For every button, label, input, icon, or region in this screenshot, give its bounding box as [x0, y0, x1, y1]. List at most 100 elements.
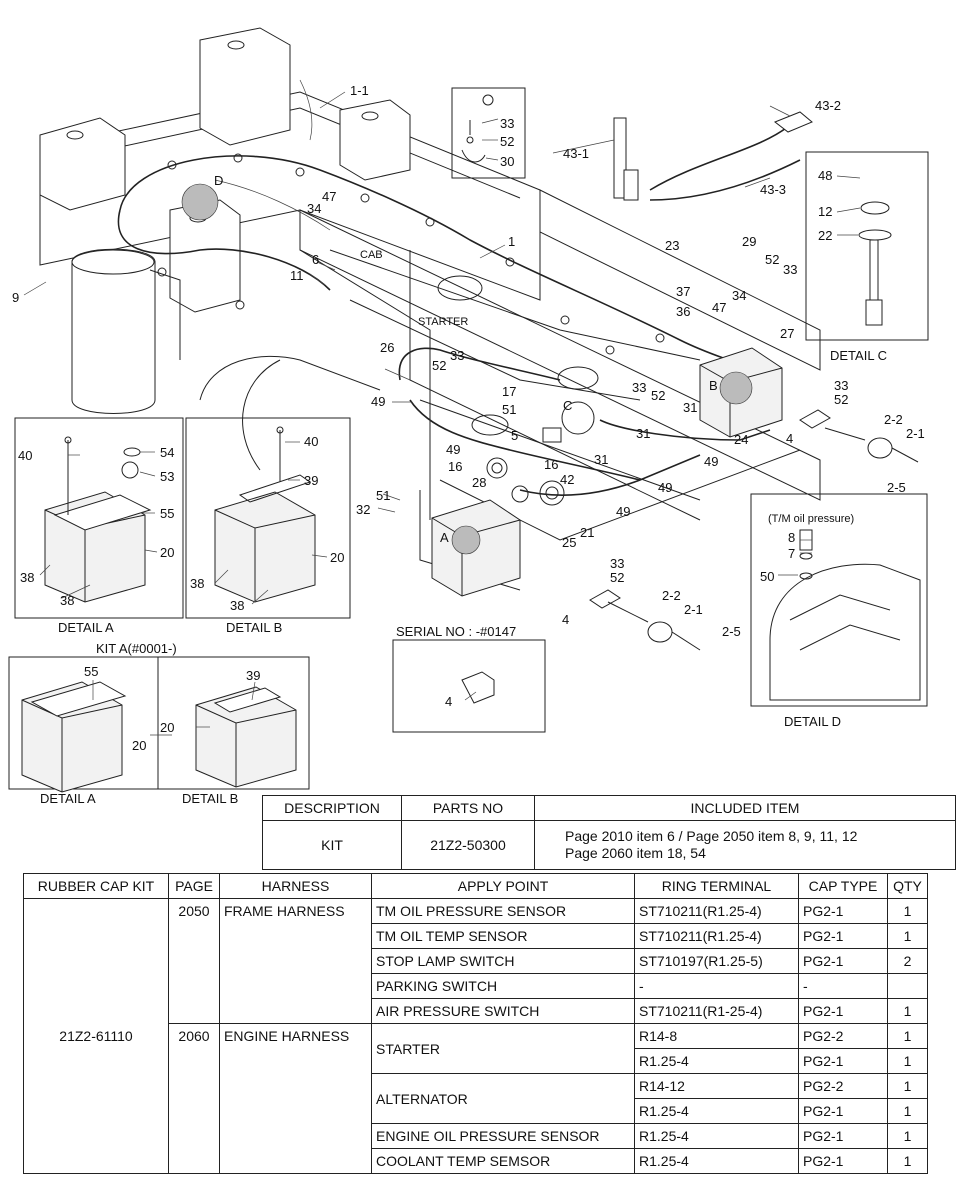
- header-rubber-cap-kit: RUBBER CAP KIT: [23, 873, 169, 899]
- page-cell: 2060: [168, 1023, 220, 1174]
- callout-25: 25: [562, 535, 576, 550]
- callout-52: 52: [834, 392, 848, 407]
- callout-cab: CAB: [360, 249, 383, 261]
- callout-40: 40: [18, 448, 32, 463]
- table-row: COOLANT TEMP SEMSOR R1.25-4 PG2-1 1: [24, 1148, 928, 1174]
- ring-terminal-cell: -: [634, 973, 799, 999]
- apply-point-cell: TM OIL PRESSURE SENSOR: [371, 898, 635, 924]
- callout-8: 8: [788, 530, 795, 545]
- ring-terminal-cell: ST710211(R1.25-4): [634, 898, 799, 924]
- callout-2-5: 2-5: [887, 480, 906, 495]
- callout-39: 39: [246, 668, 260, 683]
- apply-point-cell: COOLANT TEMP SEMSOR: [371, 1148, 635, 1174]
- callout-38: 38: [190, 576, 204, 591]
- rubber-cap-table: RUBBER CAP KIT PAGE HARNESS APPLY POINT …: [23, 873, 928, 1174]
- harness-cell: ENGINE HARNESS: [219, 1023, 372, 1174]
- ring-terminal-cell: R14-8: [634, 1023, 799, 1049]
- cap-type-cell: PG2-1: [798, 948, 888, 974]
- kit-a-label: KIT A(#0001-): [96, 641, 177, 656]
- qty-cell: 1: [887, 1023, 928, 1049]
- harness-cell: FRAME HARNESS: [219, 898, 372, 1024]
- qty-cell: 1: [887, 1098, 928, 1124]
- callout-34: 34: [732, 288, 746, 303]
- qty-cell: 1: [887, 1073, 928, 1099]
- apply-point-cell: ENGINE OIL PRESSURE SENSOR: [371, 1123, 635, 1149]
- callout-48: 48: [818, 168, 832, 183]
- callout-49: 49: [704, 454, 718, 469]
- apply-point-cell: PARKING SWITCH: [371, 973, 635, 999]
- callout-detail-b-marker: B: [709, 378, 718, 393]
- callout-2-2: 2-2: [662, 588, 681, 603]
- callout-53: 53: [160, 469, 174, 484]
- cap-type-cell: PG2-1: [798, 1048, 888, 1074]
- callout-31: 31: [683, 400, 697, 415]
- cap-type-cell: -: [798, 973, 888, 999]
- table-row: R1.25-4 PG2-1 1: [24, 1098, 928, 1124]
- qty-cell: [887, 973, 928, 999]
- callout-starter: STARTER: [418, 316, 468, 328]
- callout-43-3: 43-3: [760, 182, 786, 197]
- detail-b-label: DETAIL B: [226, 620, 282, 635]
- kit-description: KIT: [262, 820, 402, 870]
- callout-33: 33: [450, 348, 464, 363]
- ring-terminal-cell: R1.25-4: [634, 1123, 799, 1149]
- cap-table-header: RUBBER CAP KIT PAGE HARNESS APPLY POINT …: [23, 873, 928, 899]
- callout-38: 38: [60, 593, 74, 608]
- callout-27: 27: [780, 326, 794, 341]
- callout-26: 26: [380, 340, 394, 355]
- ring-terminal-cell: ST710211(R1-25-4): [634, 998, 799, 1024]
- callout-5: 5: [511, 428, 518, 443]
- cap-type-cell: PG2-1: [798, 998, 888, 1024]
- callout-47: 47: [712, 300, 726, 315]
- ring-terminal-cell: ST710211(R1.25-4): [634, 923, 799, 949]
- callout-12: 12: [818, 204, 832, 219]
- rubber-cap-kit-number: 21Z2-61110: [23, 898, 169, 1174]
- callout-4: 4: [445, 694, 452, 709]
- callout-39: 39: [304, 473, 318, 488]
- callout-33: 33: [632, 380, 646, 395]
- detail-b-label: DETAIL B: [182, 791, 238, 806]
- kit-included-item: Page 2010 item 6 / Page 2050 item 8, 9, …: [534, 820, 956, 870]
- callout-55: 55: [84, 664, 98, 679]
- cap-type-cell: PG2-2: [798, 1023, 888, 1049]
- ring-terminal-cell: R1.25-4: [634, 1098, 799, 1124]
- page-cell: 2050: [168, 898, 220, 1024]
- table-row: ENGINE OIL PRESSURE SENSOR R1.25-4 PG2-1…: [24, 1123, 928, 1149]
- callout-2-1: 2-1: [906, 426, 925, 441]
- qty-cell: 2: [887, 948, 928, 974]
- main-frame-drawing: [8, 27, 929, 793]
- header-cap-type: CAP TYPE: [798, 873, 888, 899]
- apply-point-cell: ALTERNATOR: [371, 1073, 635, 1124]
- table-row: R1.25-4 PG2-1 1: [24, 1048, 928, 1074]
- callout-9: 9: [12, 290, 19, 305]
- callout-30: 30: [500, 154, 514, 169]
- callout-52: 52: [500, 134, 514, 149]
- callout-52: 52: [432, 358, 446, 373]
- apply-point-cell: STOP LAMP SWITCH: [371, 948, 635, 974]
- cap-type-cell: PG2-1: [798, 1148, 888, 1174]
- included-line-2: Page 2060 item 18, 54: [565, 845, 706, 861]
- apply-point-cell: STARTER: [371, 1023, 635, 1074]
- callout-22: 22: [818, 228, 832, 243]
- callout-1-1: 1-1: [350, 83, 369, 98]
- callout-51: 51: [502, 402, 516, 417]
- table-row: 2060 ENGINE HARNESS STARTER R14-8 PG2-2 …: [24, 1023, 928, 1174]
- callout-49: 49: [658, 480, 672, 495]
- qty-cell: 1: [887, 998, 928, 1024]
- callout-43-2: 43-2: [815, 98, 841, 113]
- detail-d-label: DETAIL D: [784, 714, 841, 729]
- callout-23: 23: [665, 238, 679, 253]
- callout-31: 31: [636, 426, 650, 441]
- callout-55: 55: [160, 506, 174, 521]
- callout-7: 7: [788, 546, 795, 561]
- callout-52: 52: [765, 252, 779, 267]
- callout-2-1: 2-1: [684, 602, 703, 617]
- callout-49: 49: [371, 394, 385, 409]
- detail-a-label: DETAIL A: [58, 620, 114, 635]
- table-row: 21Z2-61110 2050 FRAME HARNESS TM OIL PRE…: [23, 898, 928, 1174]
- callout-20: 20: [330, 550, 344, 565]
- callout-29: 29: [742, 234, 756, 249]
- callout-4: 4: [786, 431, 793, 446]
- detail-c-label: DETAIL C: [830, 348, 887, 363]
- callout-43-1: 43-1: [563, 146, 589, 161]
